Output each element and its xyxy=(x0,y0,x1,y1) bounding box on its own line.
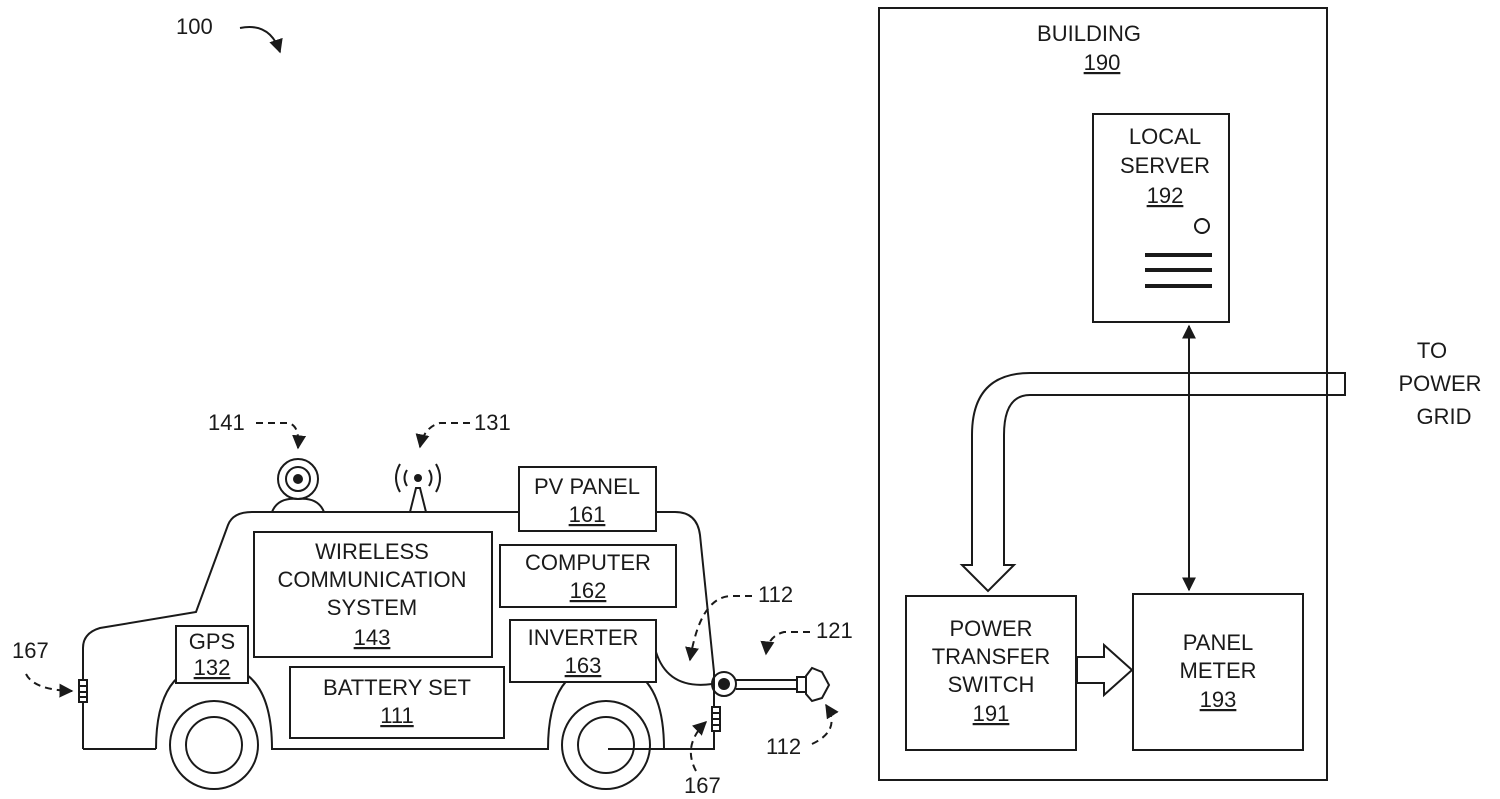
cable-lower-ref: 112 xyxy=(766,734,801,759)
computer-box xyxy=(499,544,677,608)
cable-upper-leader xyxy=(685,595,752,662)
power-transfer-switch-line1: POWER xyxy=(949,616,1032,641)
power-transfer-switch-ref: 191 xyxy=(973,701,1010,726)
cable-lower-leader xyxy=(811,703,839,745)
wireless-line2: COMMUNICATION xyxy=(277,567,466,592)
panel-meter-box xyxy=(1132,593,1304,751)
computer-ref: 162 xyxy=(570,578,607,603)
plug-leader xyxy=(760,631,810,656)
port-right-ref: 167 xyxy=(684,773,721,798)
front-wheel xyxy=(169,700,259,790)
antenna-icon xyxy=(395,463,441,513)
antenna-ref: 131 xyxy=(474,410,511,435)
power-transfer-switch-line2: TRANSFER xyxy=(932,644,1051,669)
pv-panel-box xyxy=(518,466,657,532)
wireless-ref: 143 xyxy=(354,625,391,650)
front-wheel-hub xyxy=(185,716,243,774)
grid-power-conduit-arrow xyxy=(959,372,1346,593)
port-right-leader xyxy=(689,721,708,772)
panel-meter-ref: 193 xyxy=(1200,687,1237,712)
local-server-label-line1: LOCAL xyxy=(1129,124,1201,149)
local-server-ref: 192 xyxy=(1147,183,1184,208)
figure-ref-arrow xyxy=(239,26,283,54)
power-transfer-switch-line3: SWITCH xyxy=(948,672,1035,697)
server-power-led-icon xyxy=(1194,218,1210,234)
charging-cable xyxy=(655,651,713,686)
inverter-box xyxy=(509,619,657,683)
computer-label: COMPUTER xyxy=(525,550,651,575)
cable-upper-ref: 112 xyxy=(758,582,793,607)
server-drive-bays-icon xyxy=(1145,253,1212,288)
figure-ref-label: 100 xyxy=(176,14,213,39)
port-left-ref: 167 xyxy=(12,638,49,663)
cable-to-plug xyxy=(736,679,800,690)
switch-to-meter-arrow xyxy=(1076,642,1134,698)
panel-meter-line2: METER xyxy=(1180,658,1257,683)
plug-ref: 121 xyxy=(816,618,853,643)
grid-label-line2: POWER xyxy=(1398,371,1481,396)
inverter-ref: 163 xyxy=(565,653,602,678)
port-left-leader xyxy=(25,673,74,698)
camera-icon xyxy=(271,458,325,513)
grid-label-line1: TO xyxy=(1417,338,1447,363)
charging-plug-icon xyxy=(796,666,831,703)
local-server-label-line2: SERVER xyxy=(1120,153,1210,178)
power-transfer-switch-box xyxy=(905,595,1077,751)
building-label: BUILDING xyxy=(1037,21,1141,46)
camera-ref-leader xyxy=(256,422,307,450)
inverter-label: INVERTER xyxy=(528,625,639,650)
pv-panel-label: PV PANEL xyxy=(534,474,640,499)
charging-port-icon xyxy=(711,671,737,697)
grid-label-line3: GRID xyxy=(1417,404,1472,429)
rear-wheel-hub xyxy=(577,716,635,774)
building-ref: 190 xyxy=(1084,50,1121,75)
rear-wheel xyxy=(561,700,651,790)
gps-ref: 132 xyxy=(194,655,231,680)
wireless-line3: SYSTEM xyxy=(327,595,417,620)
battery-set-ref: 111 xyxy=(380,703,413,728)
panel-meter-line1: PANEL xyxy=(1183,630,1254,655)
gps-box xyxy=(175,625,249,684)
gps-label: GPS xyxy=(189,629,235,654)
wireless-line1: WIRELESS xyxy=(315,539,429,564)
battery-set-box xyxy=(289,666,505,739)
wireless-system-box xyxy=(253,531,493,658)
pv-panel-ref: 161 xyxy=(569,502,606,527)
camera-ref: 141 xyxy=(208,410,245,435)
antenna-ref-leader xyxy=(415,422,470,449)
battery-set-label: BATTERY SET xyxy=(323,675,471,700)
